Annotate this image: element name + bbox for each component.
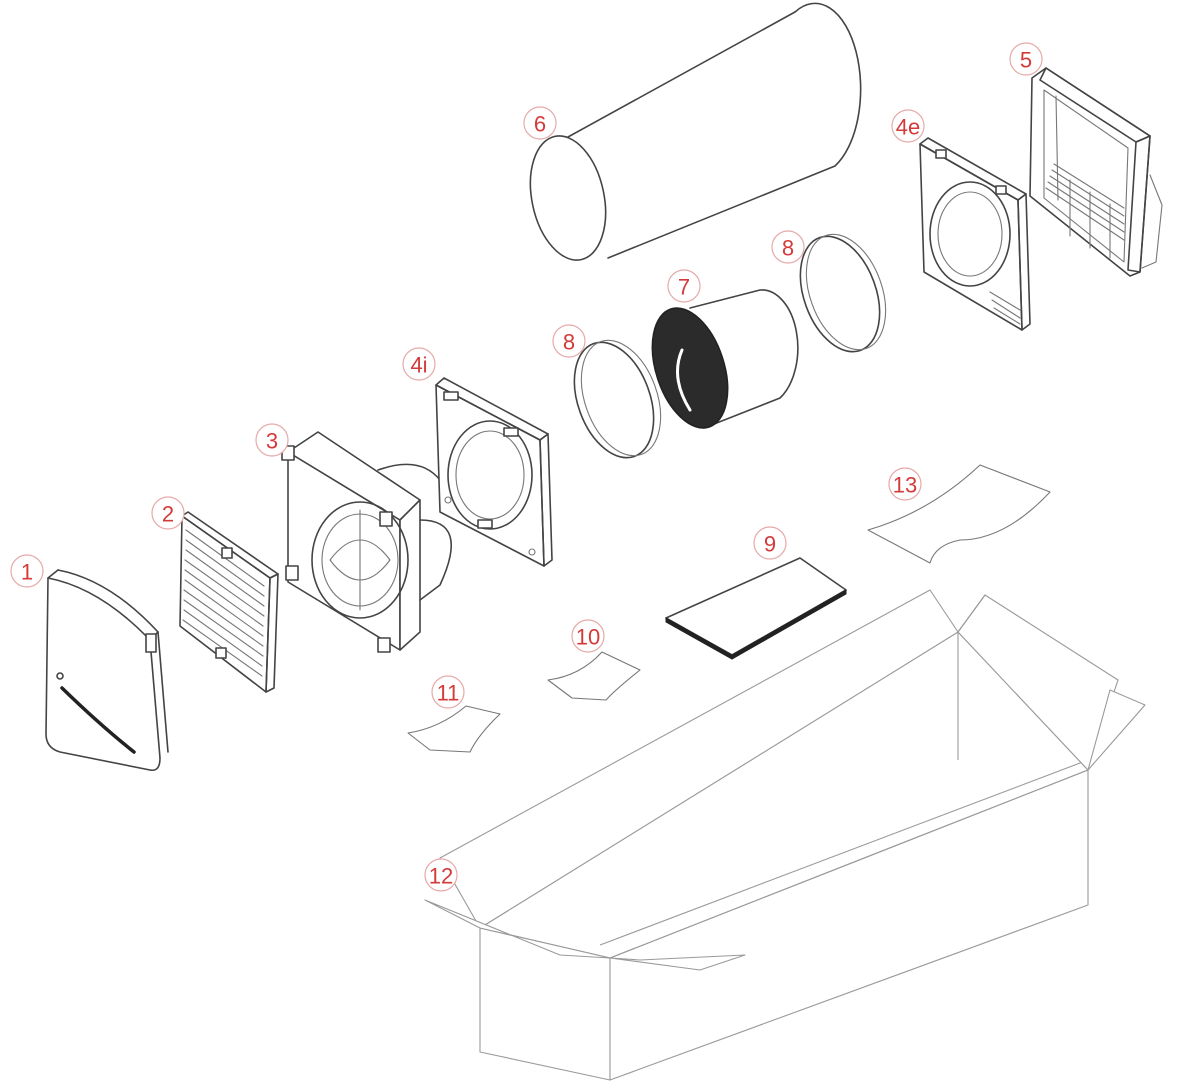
callout-label: 6: [534, 112, 546, 137]
part-7-filter-cartridge: [651, 289, 799, 429]
callout-4i: 4i: [402, 347, 436, 381]
part-4e-external-plate: [919, 137, 1031, 331]
callout-label: 10: [576, 625, 600, 650]
callout-label: 5: [1020, 48, 1032, 73]
callout-7: 7: [667, 269, 701, 303]
part-10-sheet: [547, 651, 641, 701]
callout-ring: [424, 858, 458, 892]
callout-5: 5: [1009, 42, 1043, 76]
callout-10: 10: [571, 619, 605, 653]
callout-ring: [753, 526, 787, 560]
callout-label: 7: [678, 275, 690, 300]
part-9-manual: [665, 557, 847, 660]
part-4i-internal-plate: [435, 377, 553, 567]
callout-ring: [10, 554, 44, 588]
callout-4e: 4e: [891, 109, 925, 143]
callout-ring: [571, 619, 605, 653]
callout-label: 12: [429, 864, 453, 889]
callout-13: 13: [888, 467, 922, 501]
callout-ring: [888, 467, 922, 501]
callout-3: 3: [255, 423, 289, 457]
part-3-fan-unit: [281, 431, 453, 653]
callout-ring: [771, 230, 805, 264]
part-1-front-cover: [45, 569, 169, 772]
callout-ring: [667, 269, 701, 303]
part-12-box: [424, 589, 1146, 1081]
callout-label: 11: [437, 681, 460, 706]
callout-label: 4e: [896, 115, 920, 140]
callout-label: 3: [266, 429, 278, 454]
callout-label: 8: [782, 236, 794, 261]
callout-2: 2: [151, 496, 185, 530]
part-13-sheet: [867, 464, 1051, 564]
part-8b-seal-ring: [799, 233, 887, 353]
part-2-grille: [179, 511, 279, 693]
part-6-duct-tube: [529, 2, 862, 261]
callout-6: 6: [523, 106, 557, 140]
callout-label: 8: [563, 330, 575, 355]
callout-ring: [1009, 42, 1043, 76]
callout-label: 4i: [410, 353, 427, 378]
callout-8-right: 8: [771, 230, 805, 264]
callout-11: 11: [431, 675, 465, 709]
callout-ring: [552, 324, 586, 358]
callout-label: 9: [764, 532, 776, 557]
callout-ring: [891, 109, 925, 143]
callout-9: 9: [753, 526, 787, 560]
part-5-external-hood: [1029, 67, 1163, 277]
callout-8-left: 8: [552, 324, 586, 358]
part-11-sheet: [407, 705, 501, 753]
callout-ring: [523, 106, 557, 140]
part-8a-seal-ring: [573, 339, 662, 459]
callout-ring: [402, 347, 436, 381]
callout-ring: [151, 496, 185, 530]
callout-1: 1: [10, 554, 44, 588]
callout-12: 12: [424, 858, 458, 892]
callout-ring: [255, 423, 289, 457]
callout-label: 1: [21, 560, 33, 585]
callout-label: 13: [893, 473, 917, 498]
callout-label: 2: [162, 502, 174, 527]
callout-ring: [431, 675, 465, 709]
